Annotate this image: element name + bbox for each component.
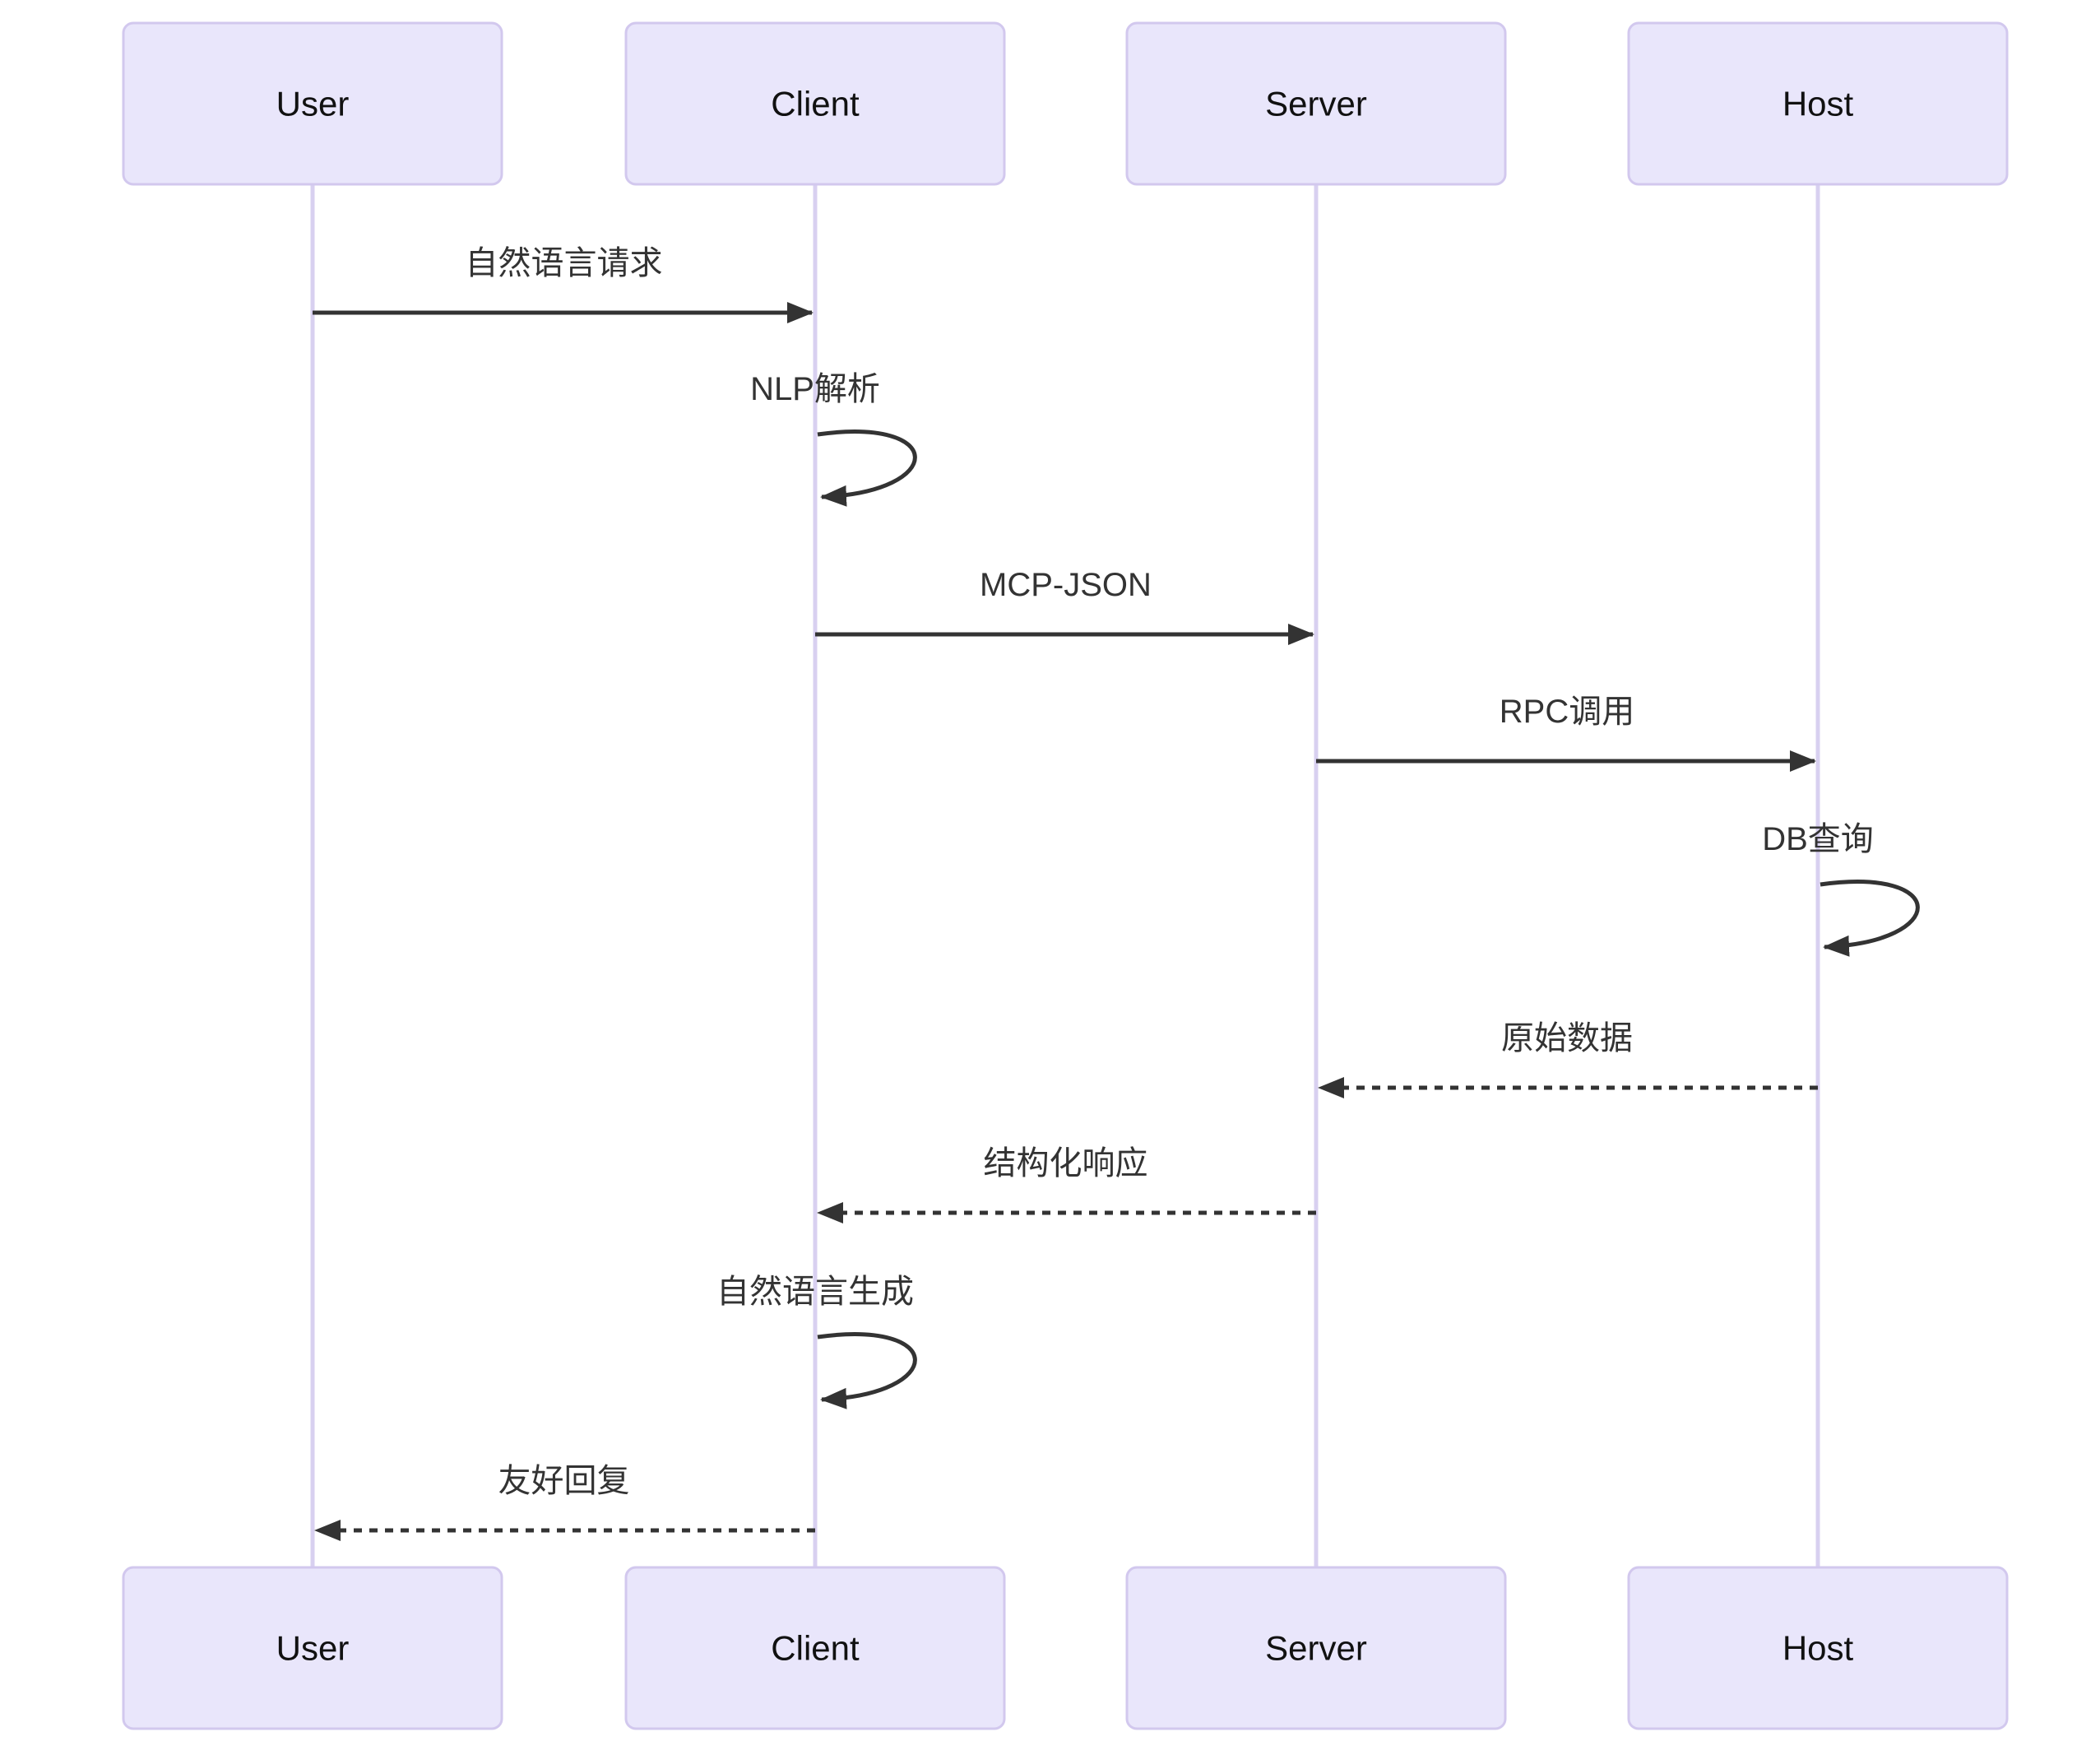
self-loop-arrow <box>817 429 917 507</box>
actor-top-user: User <box>122 21 503 186</box>
actor-label: Server <box>1265 85 1367 123</box>
actor-label: Client <box>771 1629 860 1668</box>
message-7-server-to-client: 结构化响应 <box>817 1145 1316 1223</box>
actor-label: User <box>276 1629 350 1668</box>
message-label: 自然语言请求 <box>466 245 663 281</box>
actor-label: Client <box>771 85 860 123</box>
message-label: 原始数据 <box>1501 1020 1633 1056</box>
message-label: DB查询 <box>1762 821 1874 857</box>
message-5-host-to-host: DB查询 <box>1762 821 1920 957</box>
message-label: 友好回复 <box>498 1463 630 1499</box>
message-4-server-to-host: RPC调用 <box>1316 694 1816 772</box>
actor-box <box>122 21 503 186</box>
message-1-user-to-client: 自然语言请求 <box>313 245 814 323</box>
message-8-client-to-client: 自然语言生成 <box>716 1274 917 1409</box>
message-3-client-to-server: MCP-JSON <box>815 567 1314 645</box>
message-6-host-to-server: 原始数据 <box>1318 1020 1818 1098</box>
actor-top-host: Host <box>1627 21 2009 186</box>
actor-box <box>1125 1566 1507 1730</box>
message-label: 结构化响应 <box>984 1145 1148 1182</box>
message-2-client-to-client: NLP解析 <box>750 371 917 507</box>
actor-bottom-host: Host <box>1627 1566 2009 1730</box>
message-label: RPC调用 <box>1500 694 1634 730</box>
self-loop-arrow <box>1820 880 1920 957</box>
actor-top-server: Server <box>1125 21 1507 186</box>
actor-top-client: Client <box>624 21 1006 186</box>
actor-label: Server <box>1265 1629 1367 1668</box>
actor-box <box>624 21 1006 186</box>
actor-box <box>122 1566 503 1730</box>
message-label: 自然语言生成 <box>716 1274 914 1310</box>
message-label: NLP解析 <box>750 371 880 407</box>
message-label: MCP-JSON <box>980 567 1152 603</box>
message-9-client-to-user: 友好回复 <box>314 1463 815 1541</box>
actor-box <box>1125 21 1507 186</box>
actor-bottom-client: Client <box>624 1566 1006 1730</box>
actor-box <box>1627 21 2009 186</box>
actor-bottom-user: User <box>122 1566 503 1730</box>
actor-label: User <box>276 85 350 123</box>
actor-label: Host <box>1782 1629 1854 1668</box>
actor-box <box>624 1566 1006 1730</box>
self-loop-arrow <box>817 1332 917 1409</box>
actor-label: Host <box>1782 85 1854 123</box>
actor-bottom-server: Server <box>1125 1566 1507 1730</box>
actor-box <box>1627 1566 2009 1730</box>
